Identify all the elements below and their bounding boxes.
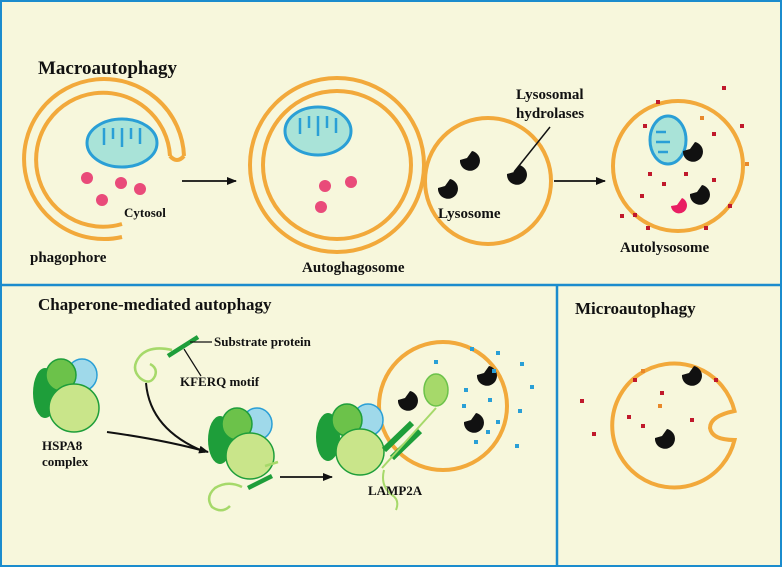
mitochondrion-icon bbox=[85, 117, 159, 169]
macroautophagy-title: Macroautophagy bbox=[38, 58, 177, 79]
cma-title: Chaperone-mediated autophagy bbox=[38, 295, 272, 314]
autolysosome-label: Autolysosome bbox=[620, 240, 710, 256]
substrate-label: Substrate protein bbox=[214, 334, 312, 349]
mitochondrion-icon-autophagosome bbox=[283, 105, 353, 157]
kferq-label: KFERQ motif bbox=[180, 374, 260, 389]
lysosome-label: Lysosome bbox=[438, 206, 501, 222]
hydrolase-icons bbox=[437, 151, 527, 199]
kferq-pointer bbox=[183, 348, 202, 377]
hspa8-label-line2: complex bbox=[42, 454, 89, 469]
autophagosome bbox=[248, 76, 426, 254]
lamp2a-label: LAMP2A bbox=[368, 483, 423, 498]
lysosome bbox=[423, 116, 553, 246]
peptide-fragments-cma bbox=[434, 347, 534, 448]
phagophore-label: phagophore bbox=[30, 250, 107, 266]
hydrolases-label-line2: hydrolases bbox=[516, 106, 584, 122]
cargo-dots bbox=[81, 172, 146, 206]
autolysosome bbox=[611, 99, 745, 233]
phagophore bbox=[22, 77, 186, 241]
microautophagy-title: Microautophagy bbox=[575, 299, 696, 318]
hydrolase-icons-micro bbox=[654, 366, 702, 449]
hydrolase-icons-cma bbox=[397, 366, 497, 433]
lysosome-cma bbox=[377, 340, 509, 472]
cytosol-label: Cytosol bbox=[124, 205, 166, 220]
hydrolases-label-line1: Lysosomal bbox=[516, 87, 584, 103]
debris-fragments-macro bbox=[620, 86, 749, 230]
autophagosome-label: Autoghagosome bbox=[302, 260, 405, 276]
hydrolases-pointer bbox=[513, 126, 551, 173]
hspa8-complex-icon bbox=[33, 358, 100, 433]
lamp2a-complex bbox=[316, 373, 449, 511]
hydrolase-icons-autolysosome bbox=[671, 142, 710, 214]
degrading-mitochondrion-icon bbox=[648, 114, 688, 166]
arrow-substrate-merge bbox=[145, 382, 206, 453]
debris-fragments-micro bbox=[580, 369, 718, 436]
cargo-dots-autophagosome bbox=[315, 176, 357, 213]
hspa8-label-line1: HSPA8 bbox=[42, 438, 83, 453]
substrate-protein-icon bbox=[133, 335, 200, 383]
hspa8-substrate-complex bbox=[207, 407, 279, 512]
